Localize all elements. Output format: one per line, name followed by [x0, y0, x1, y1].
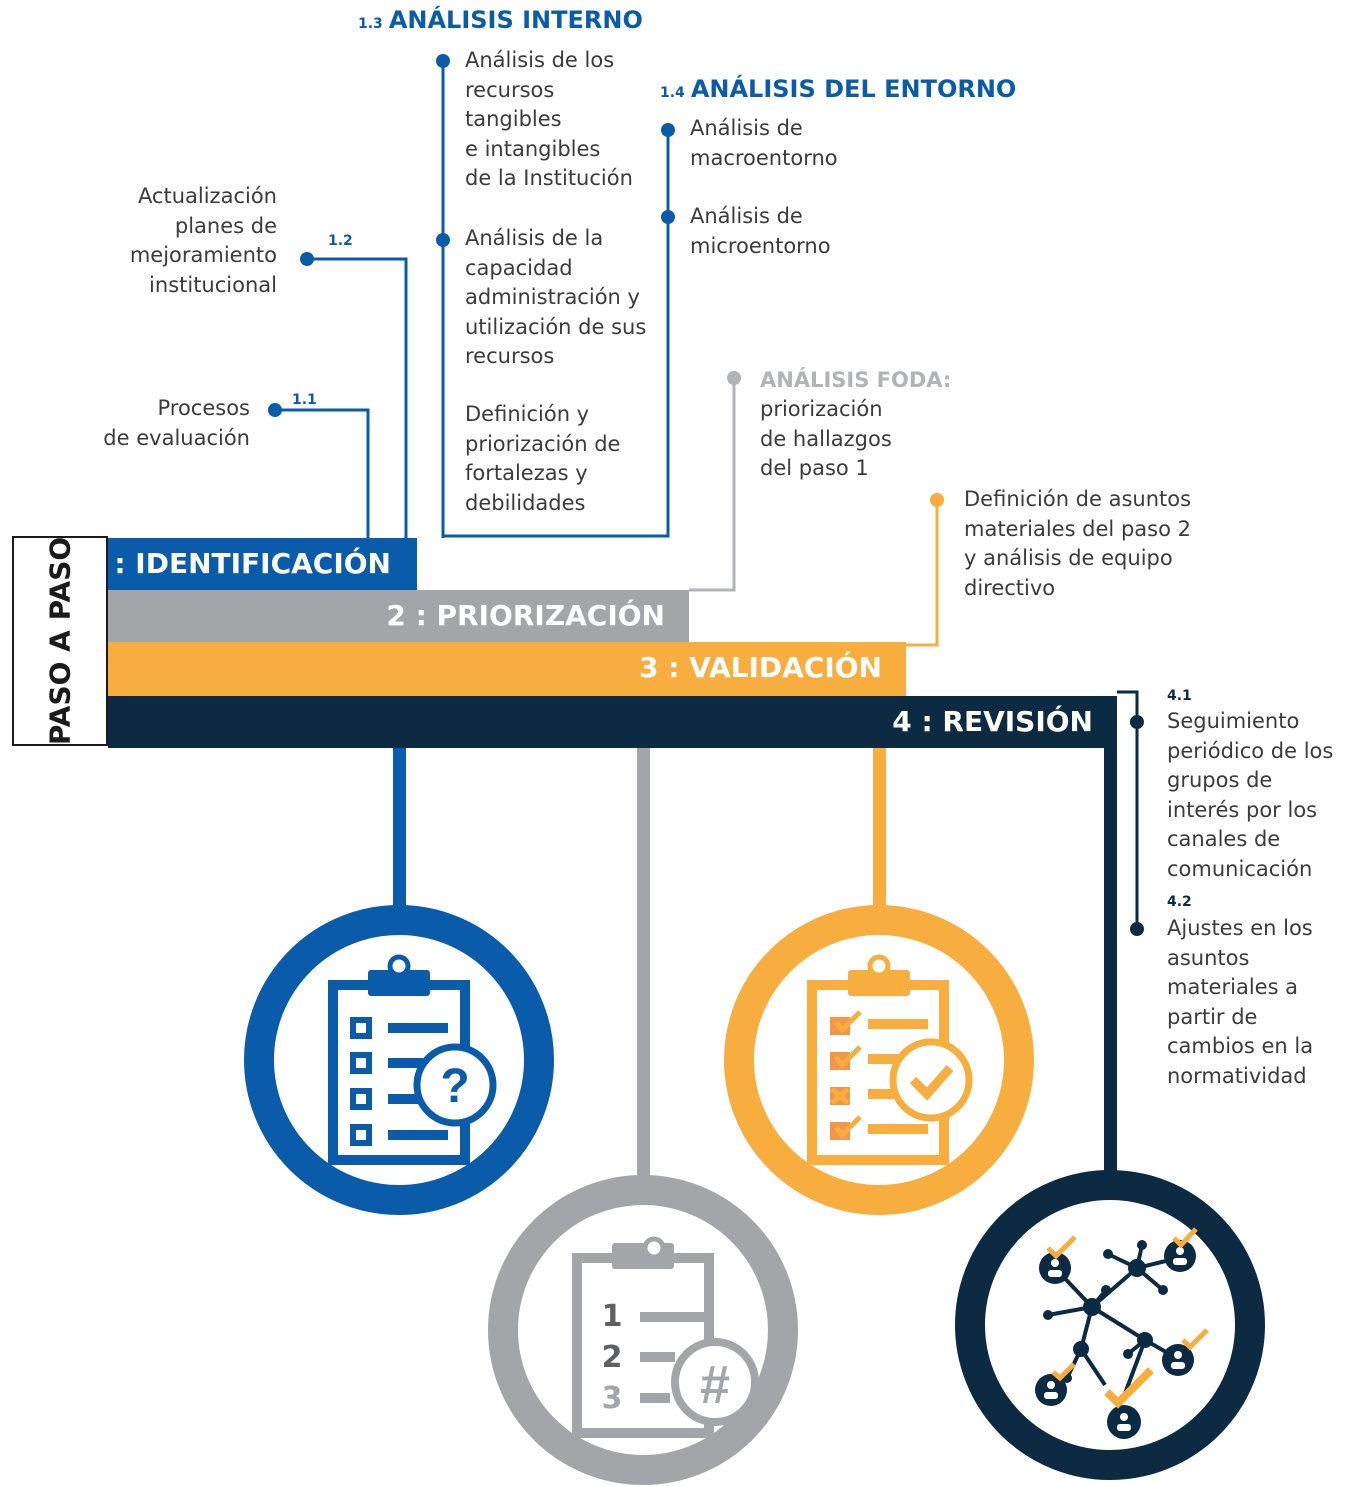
bullet-1-1	[268, 403, 282, 417]
stem-3	[873, 696, 886, 911]
item-1-1: Procesos de evaluación	[103, 396, 250, 450]
bullet-1-3b	[436, 233, 450, 247]
item-1-4-b: Análisis de microentorno	[690, 204, 831, 258]
step-label-2: 2 : PRIORIZACIÓN	[386, 599, 665, 632]
step-band-2: 2 : PRIORIZACIÓN	[108, 590, 689, 642]
clipboard-numbered-icon: 1 2 3 #	[488, 1175, 798, 1485]
step-band-4: 4 : REVISIÓN	[108, 696, 1117, 748]
bullet-1-3a	[436, 54, 450, 68]
network-people-icon	[955, 1170, 1265, 1480]
step-band-3: 3 : VALIDACIÓN	[108, 642, 906, 696]
stem-4	[1104, 696, 1117, 1190]
bullet-3	[930, 493, 944, 507]
connector-1-1	[275, 408, 370, 538]
bullet-2	[727, 371, 741, 385]
item-1-3-a: Análisis de los recursos tangibles e int…	[465, 48, 633, 190]
item-1-3-c: Definición y priorización de fortalezas …	[465, 402, 621, 515]
number-one-glyph: 1	[602, 1299, 623, 1334]
step-band-1: 1 : IDENTIFICACIÓN	[85, 538, 417, 590]
number-4-2: 4.2	[1167, 894, 1192, 910]
heading-1-3: 1.3 ANÁLISIS INTERNO	[358, 6, 643, 34]
heading-1-4: 1.4 ANÁLISIS DEL ENTORNO	[660, 75, 1016, 103]
bullet-1-2	[300, 252, 314, 266]
connector-1-2	[307, 257, 408, 538]
item-1-4-a: Análisis de macroentorno	[690, 116, 838, 170]
clipboard-check-icon	[724, 905, 1034, 1215]
connector-1-4	[443, 128, 670, 538]
step-label-3: 3 : VALIDACIÓN	[639, 651, 882, 684]
step-label-4: 4 : REVISIÓN	[892, 705, 1093, 738]
foda-heading: ANÁLISIS FODA:	[760, 368, 952, 392]
heading-1-3-text: ANÁLISIS INTERNO	[388, 6, 643, 34]
number-1-3: 1.3	[358, 16, 383, 32]
stem-2	[637, 696, 650, 1186]
side-title-box: PASO A PASO	[12, 536, 108, 746]
number-two-glyph: 2	[602, 1340, 623, 1375]
heading-1-4-text: ANÁLISIS DEL ENTORNO	[690, 75, 1017, 103]
bullet-4-2	[1130, 922, 1144, 936]
bullet-1-4a	[661, 123, 675, 137]
number-4-1: 4.1	[1167, 688, 1192, 704]
clipboard-question-icon: ?	[244, 905, 554, 1215]
connector-2	[689, 378, 736, 592]
item-1-3-b: Análisis de la capacidad administración …	[465, 226, 647, 368]
question-glyph: ?	[440, 1060, 469, 1113]
connector-4	[1117, 690, 1139, 928]
number-1-1: 1.1	[292, 392, 317, 408]
validation-text: Definición de asuntos materiales del pas…	[964, 487, 1192, 600]
bullet-1-4b	[661, 210, 675, 224]
item-4-1: Seguimiento periódico de los grupos de i…	[1167, 709, 1334, 881]
item-1-2: Actualización planes de mejoramiento ins…	[129, 184, 277, 297]
connector-3	[906, 500, 939, 647]
step-label-1: 1 : IDENTIFICACIÓN	[85, 547, 391, 580]
number-1-2: 1.2	[328, 233, 353, 249]
item-4-2: Ajustes en los asuntos materiales a part…	[1167, 916, 1314, 1088]
number-1-4: 1.4	[660, 85, 685, 101]
number-three-glyph: 3	[602, 1381, 623, 1416]
bullet-4-1	[1130, 715, 1144, 729]
hash-glyph: #	[700, 1355, 730, 1415]
foda-text: priorización de hallazgos del paso 1	[760, 397, 892, 480]
